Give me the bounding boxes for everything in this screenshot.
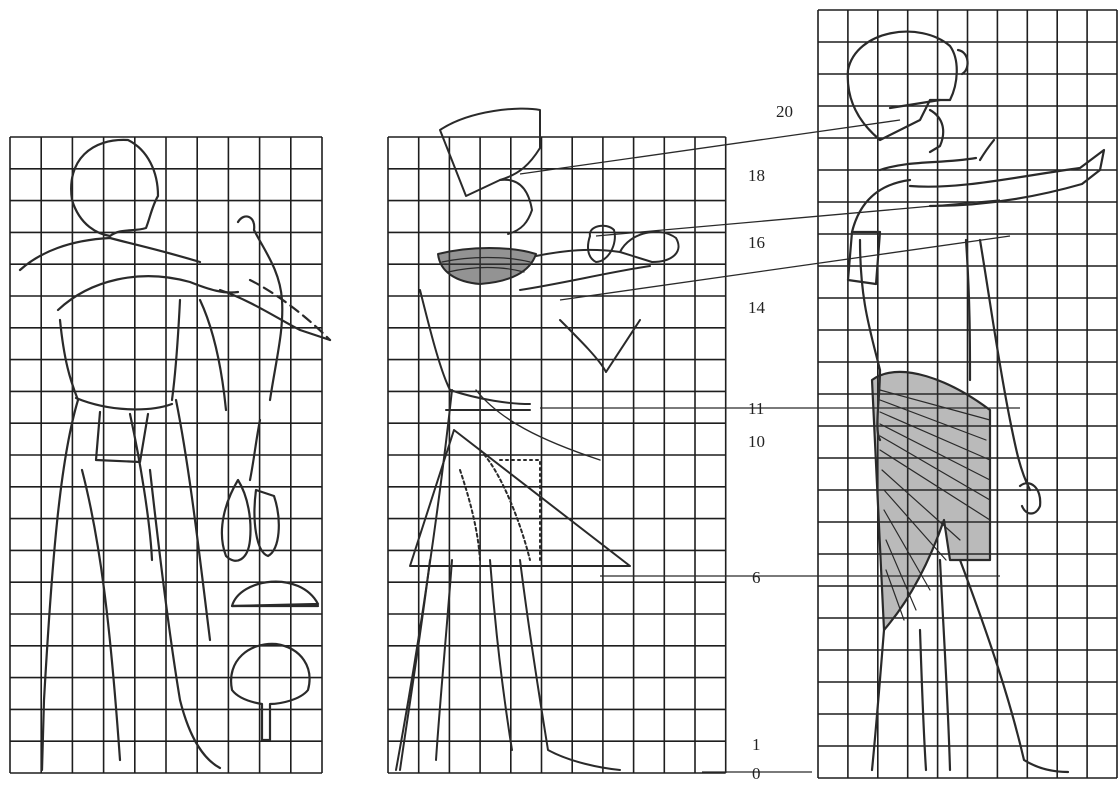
guide-line-16 [596, 200, 1000, 236]
grid-left [10, 137, 322, 773]
scale-label-6: 6 [752, 568, 761, 587]
scale-labels: 20 18 16 14 11 10 6 1 0 [748, 102, 793, 781]
scale-label-18: 18 [748, 166, 765, 185]
guide-line-14 [560, 236, 1010, 300]
scale-label-20: 20 [776, 102, 793, 121]
scale-label-0: 0 [752, 764, 761, 781]
scale-label-10: 10 [748, 432, 765, 451]
scale-label-16: 16 [748, 233, 765, 252]
right-figure-outline [848, 32, 1104, 772]
middle-figure-outline [396, 109, 679, 770]
grid-middle [388, 137, 726, 773]
scale-label-14: 14 [748, 298, 766, 317]
scale-label-11: 11 [748, 399, 764, 418]
guide-line-20 [520, 120, 900, 174]
scale-label-1: 1 [752, 735, 761, 754]
